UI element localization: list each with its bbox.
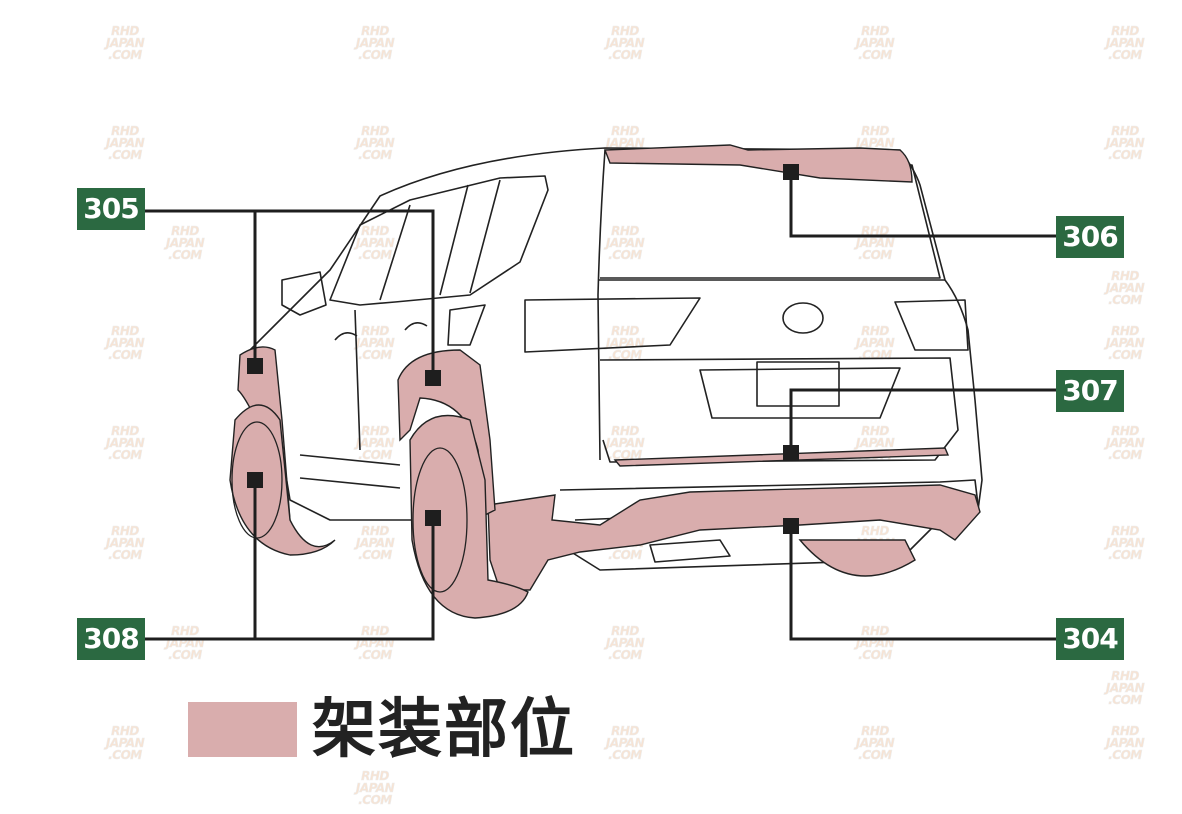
legend-label: 架装部位 [312, 693, 576, 767]
wheel-lines [231, 421, 468, 593]
vehicle-outline [239, 147, 983, 571]
callout-308: 308 [77, 618, 145, 660]
part-306-rear-spoiler[interactable] [603, 144, 913, 183]
callout-304: 304 [1056, 618, 1124, 660]
callout-306: 306 [1056, 216, 1124, 258]
callout-305: 305 [77, 188, 145, 230]
callout-307: 307 [1056, 370, 1124, 412]
part-304-rear-diffuser[interactable] [487, 484, 981, 591]
part-307-rear-garnish[interactable] [613, 447, 950, 467]
rear-wheel-right [798, 539, 916, 577]
part-308-mudflap-front[interactable] [409, 414, 529, 619]
leader-markers [247, 164, 799, 534]
highlighted-parts [229, 144, 981, 619]
leader-lines [145, 172, 1060, 641]
legend-swatch [188, 702, 297, 757]
